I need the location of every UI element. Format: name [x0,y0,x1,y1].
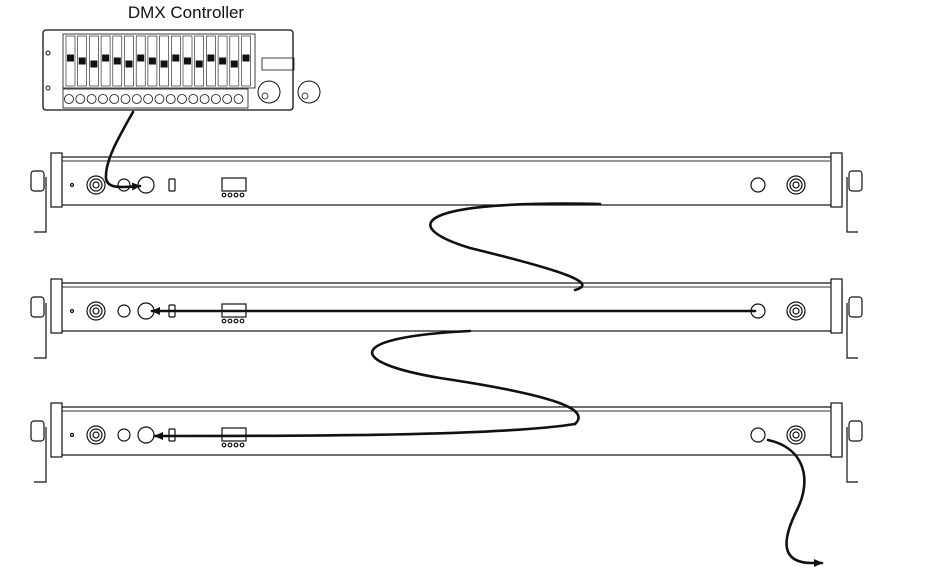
fader-knob [125,60,133,68]
cable-fixture-2-to-fixture-3 [371,329,580,426]
fader [206,35,216,87]
controller-button [120,94,131,104]
power-out-connector [792,307,800,315]
menu-button [233,192,239,198]
display-screen [221,177,247,192]
power-out-connector [792,431,800,439]
fader [229,35,240,87]
fader [217,35,228,87]
fuse-holder [117,178,131,192]
fader-knob [148,57,156,65]
fader [65,35,76,87]
fader-knob [219,57,227,65]
power-connector [92,307,100,315]
fader-knob [184,57,191,65]
cable-controller-to-fixture-1 [104,110,142,191]
dmx-out-connector [750,427,766,443]
controller-button [131,94,142,104]
fader [77,35,87,87]
fuse-holder [117,428,131,442]
menu-button [221,318,227,324]
controller-button [64,94,74,104]
fader-knob [113,57,121,65]
fader-knob [160,60,168,68]
fader-knob [67,54,74,62]
dmx-controller [42,29,321,111]
fader-knob [172,54,180,62]
fader [124,35,134,87]
menu-button [239,192,245,198]
led-bar-fixture [30,278,863,359]
controller-button [233,94,244,104]
fader [135,35,146,87]
power-connector [92,431,100,439]
controller-button [188,94,199,104]
fader [194,35,204,87]
fader [89,35,99,87]
menu-button [233,442,239,448]
menu-button [239,442,245,448]
fader [159,35,169,87]
menu-button [233,318,239,324]
dmx-out-connector [750,177,766,193]
fader-knob [137,54,145,62]
cable-fixture-1-to-fixture-2 [429,202,602,292]
fader-knob [78,57,86,65]
led-bar-fixture [30,402,863,483]
controller-button [210,94,221,104]
fader-knob [242,54,250,62]
controller-button [98,94,108,104]
fader [241,35,251,87]
controller-button [177,94,187,104]
fader-knob [195,60,203,68]
controller-button [75,94,86,104]
controller-button [222,94,233,104]
controller-button [165,94,176,104]
fader [112,35,123,87]
menu-button [221,442,227,448]
dmx-in-connector [137,426,155,444]
fader-knob [207,54,215,62]
controller-button [199,94,210,104]
led-bar-fixture [30,152,863,233]
usb-port [168,178,176,192]
fader [100,35,111,87]
controller-button [143,94,154,104]
power-connector [92,181,100,189]
menu-button [227,318,233,324]
menu-button [227,192,233,198]
cable-fixture-3-link [153,422,577,440]
fader [171,35,181,87]
power-out-connector [792,181,800,189]
controller-button [86,94,97,104]
cable-dmx-out [766,438,824,567]
controller-button [109,94,120,104]
dmx-cables [104,110,824,567]
fader-knob [102,54,110,62]
menu-button [239,318,245,324]
fuse-holder [117,304,131,318]
dmx-controller-label: DMX Controller [127,3,245,22]
menu-button [227,442,233,448]
fader [182,35,193,87]
fader-knob [230,60,238,68]
controller-button [154,94,165,104]
display-screen [221,427,247,442]
menu-button [221,192,227,198]
fader [147,35,158,87]
fader-knob [90,60,98,68]
